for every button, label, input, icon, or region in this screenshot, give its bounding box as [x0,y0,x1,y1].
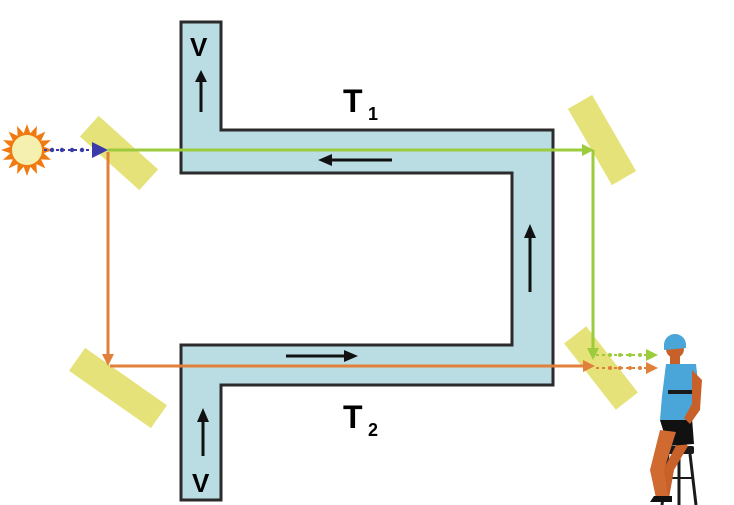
mirror-top-right [567,94,637,186]
orange-beam [102,152,658,374]
t2-subscript: 2 [368,420,378,440]
flow-arrow-outlet-up [197,408,209,456]
green-beam [108,144,658,361]
sun-icon [1,124,53,176]
mirror-bottom-left [69,347,167,429]
t1-label: T [343,83,363,119]
flow-arrow-inlet-up [195,70,207,112]
t1-subscript: 1 [368,104,378,124]
velocity-label-bottom: V [192,468,210,498]
mirror-top-left [79,115,159,191]
seated-observer-icon [650,333,702,505]
flow-arrow-bottom-right [286,350,358,362]
flow-arrow-top-left [318,154,392,166]
mirror-bottom-right [564,326,638,410]
water-tube [179,20,555,502]
velocity-label-top: V [190,32,208,62]
t2-label: T [343,399,363,435]
flow-arrow-right-up [524,224,536,292]
source-beam [44,142,108,158]
